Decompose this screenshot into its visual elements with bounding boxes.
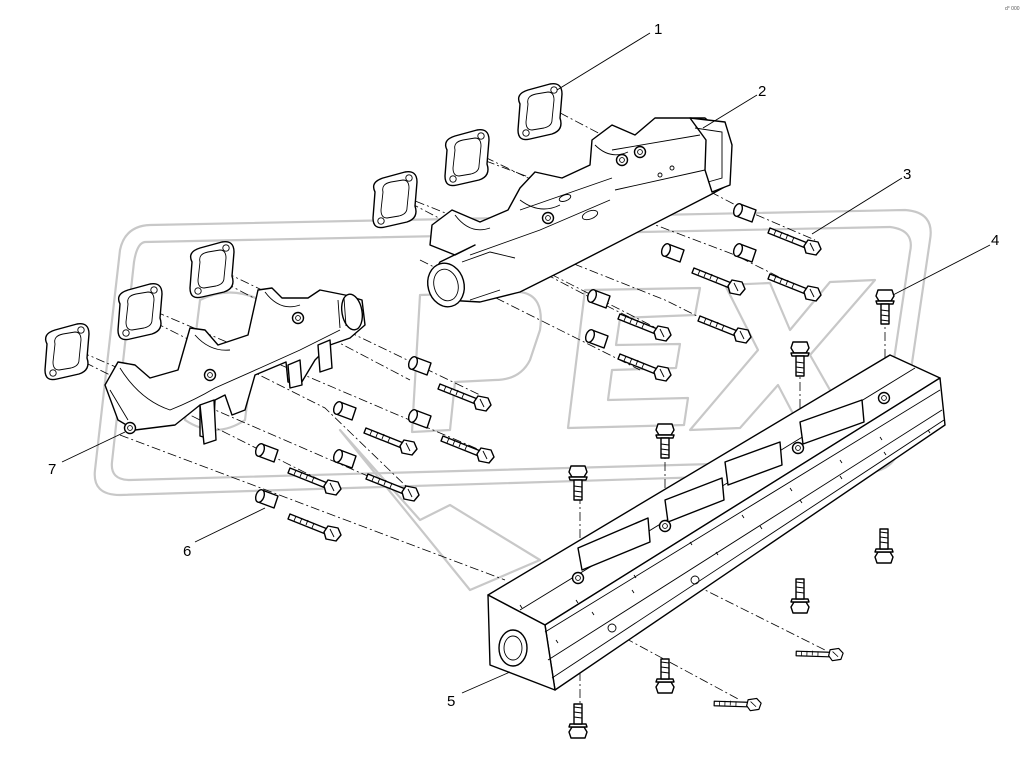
callout-labels: 1 2 3 4 5 6 7 d° 000: [48, 6, 1020, 710]
exhaust-manifold-upper: [427, 117, 733, 308]
heat-shield: [487, 354, 946, 691]
callout-3: 3: [903, 166, 911, 183]
gasket-lower-2: [117, 283, 163, 341]
corner-mark: d° 000: [1005, 6, 1020, 12]
gasket-lower-3: [44, 323, 90, 381]
gasket-upper-2: [444, 129, 490, 187]
callout-5: 5: [447, 693, 455, 710]
gasket-upper-1: [517, 83, 563, 141]
callout-7: 7: [48, 461, 56, 478]
leader-lines: [61, 32, 991, 694]
callout-1: 1: [654, 21, 662, 38]
callout-4: 4: [991, 232, 999, 249]
gasket-lower-1: [189, 241, 235, 299]
gasket-upper-3: [372, 171, 418, 229]
callout-2: 2: [758, 83, 766, 100]
exhaust-manifold-lower: [104, 287, 366, 445]
callout-6: 6: [183, 543, 191, 560]
